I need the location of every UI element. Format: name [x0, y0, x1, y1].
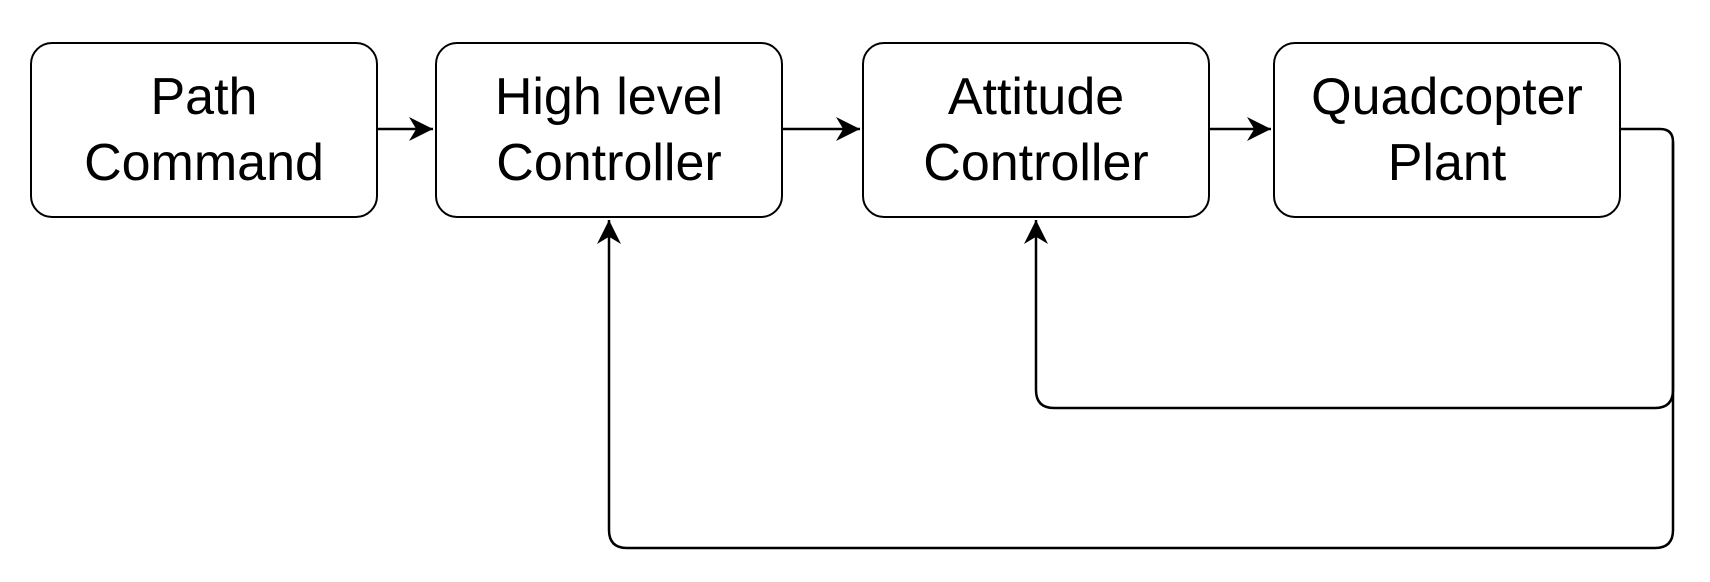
attitude-controller-block: Attitude Controller	[862, 42, 1210, 218]
block-label-line2: Controller	[496, 134, 722, 192]
block-label-line1: Path	[150, 68, 258, 126]
block-label-line2: Plant	[1387, 134, 1507, 192]
path-command-block: Path Command	[30, 42, 378, 218]
feedback-to-attitude-controller	[1024, 127, 1675, 410]
block-label-line2: Command	[84, 134, 324, 192]
block-label-line2: Controller	[923, 134, 1149, 192]
block-label-line1: Attitude	[947, 68, 1125, 126]
feedback-to-high-level-controller	[597, 142, 1675, 550]
block-label-line1: Quadcopter	[1311, 68, 1583, 126]
block-label-line1: High level	[494, 68, 724, 126]
high-level-controller-block: High level Controller	[435, 42, 783, 218]
quadcopter-plant-block: Quadcopter Plant	[1273, 42, 1621, 218]
